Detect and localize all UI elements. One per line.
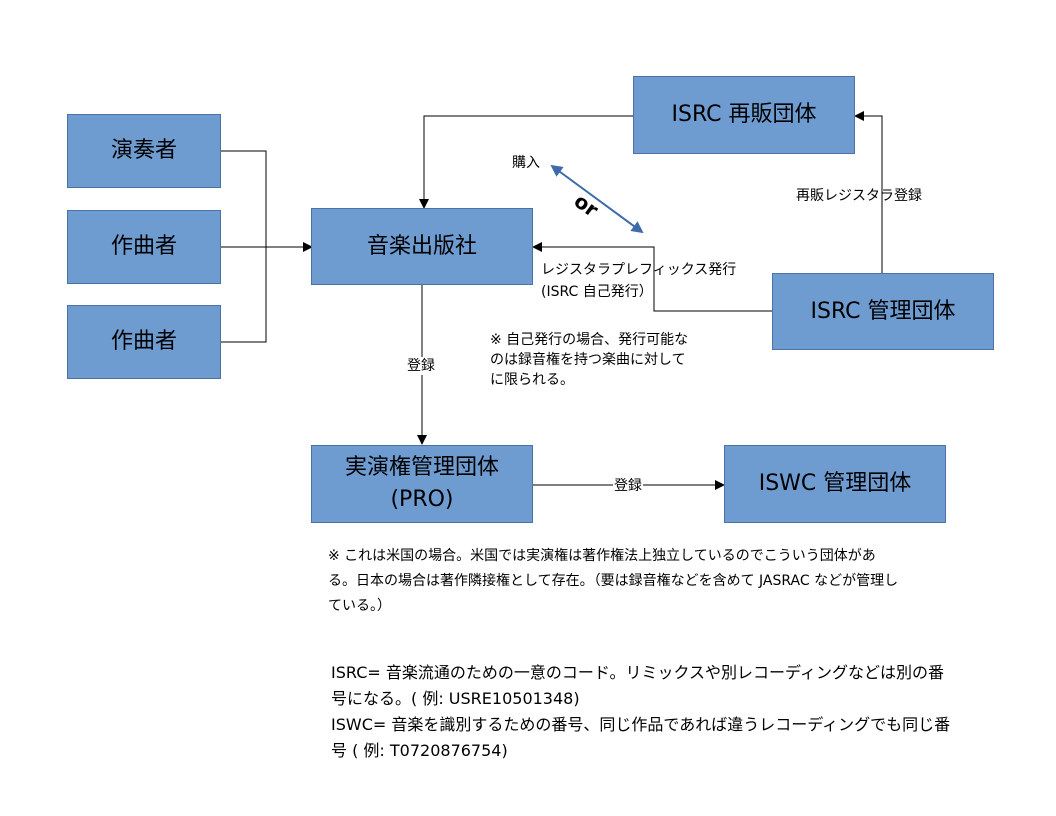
registration-label-down: 登録	[406, 357, 436, 375]
registrar-prefix-label-line2: (ISRC 自己発行）	[541, 284, 653, 300]
admin-to-publisher-arrow	[532, 242, 773, 312]
reseller-to-publisher-arrow	[419, 115, 633, 209]
self-issue-note-line3: に限られる。	[490, 372, 574, 388]
creators-bracket-connector	[220, 150, 313, 343]
purchase-or-issue-double-arrow	[550, 164, 644, 234]
self-issue-note-line1: ※ 自己発行の場合、発行可能な	[490, 332, 689, 348]
registration-label-right: 登録	[613, 477, 643, 495]
us-pro-note-line1: ※ これは米国の場合。米国では実演権は著作権法上独立しているのでこういう団体があ	[328, 548, 876, 564]
publisher-label: 音楽出版社	[366, 233, 477, 259]
us-pro-note-line2: る。日本の場合は著作隣接権として存在。（要は録音権などを含めて JASRAC な…	[328, 573, 899, 589]
us-pro-note-line3: ている。）	[328, 598, 391, 614]
registrar-prefix-label-line1: レジスタラプレフィックス発行	[541, 262, 737, 278]
publisher-box: 音楽出版社	[311, 208, 533, 285]
performer-box: 演奏者	[67, 114, 221, 188]
pro-label-line1: 実演権管理団体	[344, 455, 499, 480]
composer-label-2: 作曲者	[110, 329, 177, 354]
self-issue-note-line2: のは録音権を持つ楽曲に対して	[490, 352, 686, 368]
isrc-definition-line2: 号になる。( 例: USRE10501348)	[331, 689, 580, 708]
isrc-definition-line1: ISRC= 音楽流通のための一意のコード。リミックスや別レコーディングなどは別の…	[331, 663, 944, 682]
composer-box-2: 作曲者	[67, 305, 221, 379]
composer-box-1: 作曲者	[67, 210, 221, 284]
isrc-admin-box: ISRC 管理団体	[772, 273, 994, 350]
iswc-definition-line2: 号 ( 例: T0720876754)	[331, 741, 508, 760]
isrc-admin-label: ISRC 管理団体	[810, 298, 956, 324]
admin-to-reseller-arrow	[854, 111, 883, 273]
iswc-admin-box: ISWC 管理団体	[724, 445, 946, 523]
pro-label-line2: (PRO)	[390, 487, 454, 512]
performer-label: 演奏者	[110, 138, 177, 163]
composer-label-1: 作曲者	[110, 234, 177, 259]
isrc-reseller-box: ISRC 再販団体	[633, 76, 855, 154]
definitions-note: ISRC= 音楽流通のための一意のコード。リミックスや別レコーディングなどは別の…	[331, 660, 950, 764]
us-pro-note: ※ これは米国の場合。米国では実演権は著作権法上独立しているのでこういう団体があ…	[328, 544, 898, 619]
pro-box: 実演権管理団体 (PRO)	[311, 445, 533, 523]
self-issue-note: ※ 自己発行の場合、発行可能な のは録音権を持つ楽曲に対して に限られる。	[490, 330, 688, 390]
isrc-reseller-label: ISRC 再販団体	[671, 102, 817, 127]
iswc-definition-line1: ISWC= 音楽を識別するための番号、同じ作品であれば違うレコーディングでも同じ…	[331, 715, 951, 734]
iswc-admin-label: ISWC 管理団体	[758, 471, 912, 496]
purchase-label: 購入	[512, 155, 540, 171]
resale-registration-label: 再販レジスタラ登録	[796, 188, 922, 204]
